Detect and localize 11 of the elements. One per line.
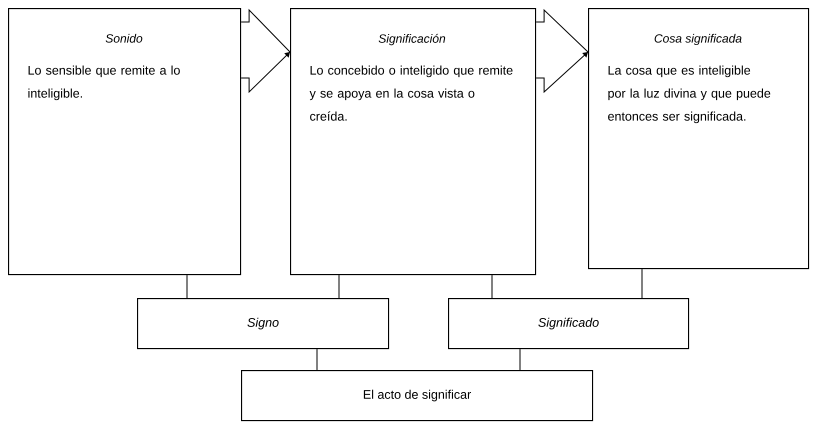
connector-line — [316, 348, 318, 370]
block-arrow — [536, 8, 589, 94]
label-box: Signo — [137, 298, 390, 350]
text-box: Significación Lo concebido o inteligido que remite y se apoya en la cosa vista o creída. — [290, 8, 536, 276]
text-box: Sonido Lo sensible que remite a lo inteligible. — [8, 8, 242, 276]
connector-line — [186, 274, 188, 298]
text-box: Cosa significada La cosa que es inteligible por la luz divina y que puede entonces ser significada. — [588, 8, 810, 270]
block-arrow — [240, 8, 291, 94]
connector-line — [338, 274, 340, 298]
label-box: Significado — [448, 298, 690, 350]
label-box: El acto de significar — [241, 370, 594, 422]
